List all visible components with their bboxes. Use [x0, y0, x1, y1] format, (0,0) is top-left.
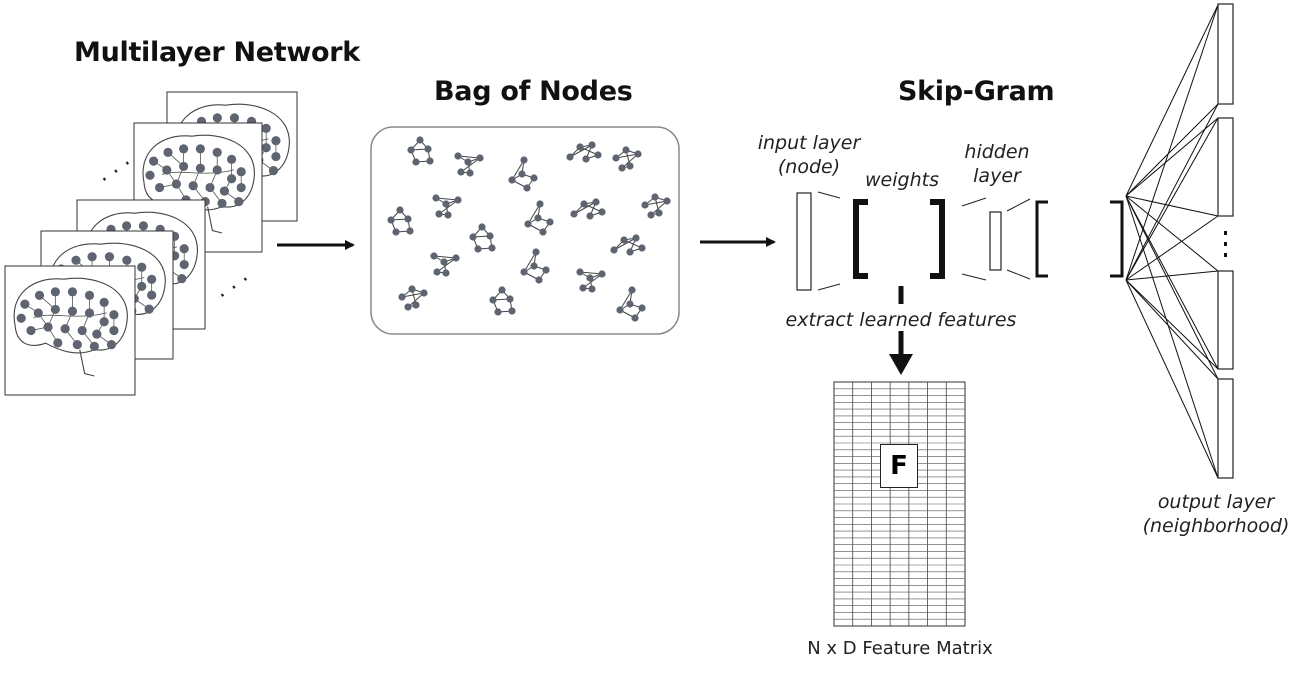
subgraph-10 — [641, 193, 671, 219]
subgraph-17 — [576, 268, 606, 293]
label-hidden-layer-line2: layer — [973, 165, 1021, 187]
bag-subgraphs — [387, 136, 671, 322]
title-bag-of-nodes: Bag of Nodes — [434, 76, 633, 107]
output-weights-bracket-left — [1035, 200, 1048, 278]
input-to-weights-line-top — [817, 191, 841, 199]
subgraph-18 — [616, 286, 646, 322]
subgraph-9 — [570, 198, 606, 220]
subgraph-7 — [432, 194, 462, 219]
input-layer-vector — [796, 192, 812, 291]
label-output-layer: output layer (neighborhood) — [1136, 490, 1295, 538]
subgraph-12 — [430, 252, 460, 277]
label-input-layer: input layer (node) — [752, 131, 866, 179]
subgraph-16 — [489, 286, 516, 316]
subgraph-14 — [610, 234, 646, 256]
label-hidden-layer-line1: hidden — [964, 141, 1030, 163]
label-feature-matrix: N x D Feature Matrix — [807, 638, 993, 659]
label-input-layer-line1: input layer — [757, 132, 861, 154]
output-vector-4 — [1217, 378, 1234, 479]
subgraph-4 — [566, 141, 602, 163]
subgraph-6 — [387, 206, 414, 236]
subgraph-3 — [508, 156, 538, 192]
label-hidden-layer: hidden layer — [955, 140, 1039, 188]
continuation-dots-bottom: . . . — [209, 263, 252, 304]
feature-matrix-grid — [833, 381, 966, 627]
label-extract-features: extract learned features — [785, 309, 1017, 331]
subgraph-11 — [469, 223, 496, 253]
title-multilayer-network: Multilayer Network — [74, 37, 360, 68]
output-weights-bracket-right — [1110, 200, 1124, 278]
extract-arrow-head — [889, 354, 913, 375]
hidden-layer-vector — [989, 211, 1002, 271]
label-weights: weights — [865, 169, 939, 191]
subgraph-13 — [520, 248, 550, 284]
feature-matrix-symbol: F — [880, 444, 918, 488]
label-output-layer-line2: (neighborhood) — [1142, 515, 1290, 537]
output-vector-2 — [1217, 117, 1234, 217]
continuation-dots-top: . . . — [91, 147, 134, 188]
label-output-layer-line1: output layer — [1157, 491, 1275, 513]
hidden-to-output-weights-line-bottom — [1006, 269, 1031, 280]
output-vector-3 — [1217, 270, 1234, 370]
bag-of-nodes-panel — [370, 126, 680, 335]
hidden-to-output-weights-line-top — [1006, 198, 1031, 212]
weights-bracket-left — [853, 199, 868, 279]
weights-to-hidden-line-top — [961, 197, 987, 207]
weights-to-hidden-line-bottom — [961, 273, 987, 281]
output-fan-lines — [1125, 4, 1219, 479]
weights-bracket-right — [930, 199, 945, 279]
subgraph-1 — [407, 136, 434, 166]
label-input-layer-line2: (node) — [777, 156, 841, 178]
brain-card-5 — [4, 265, 136, 396]
title-skip-gram: Skip-Gram — [898, 76, 1055, 107]
input-to-weights-line-bottom — [817, 283, 841, 291]
subgraph-8 — [524, 200, 554, 236]
brain-layer-stack — [4, 91, 298, 396]
subgraph-5 — [612, 146, 642, 172]
subgraph-15 — [398, 285, 428, 311]
output-vector-1 — [1217, 3, 1234, 105]
subgraph-2 — [454, 152, 484, 177]
output-ellipsis — [1224, 231, 1227, 257]
